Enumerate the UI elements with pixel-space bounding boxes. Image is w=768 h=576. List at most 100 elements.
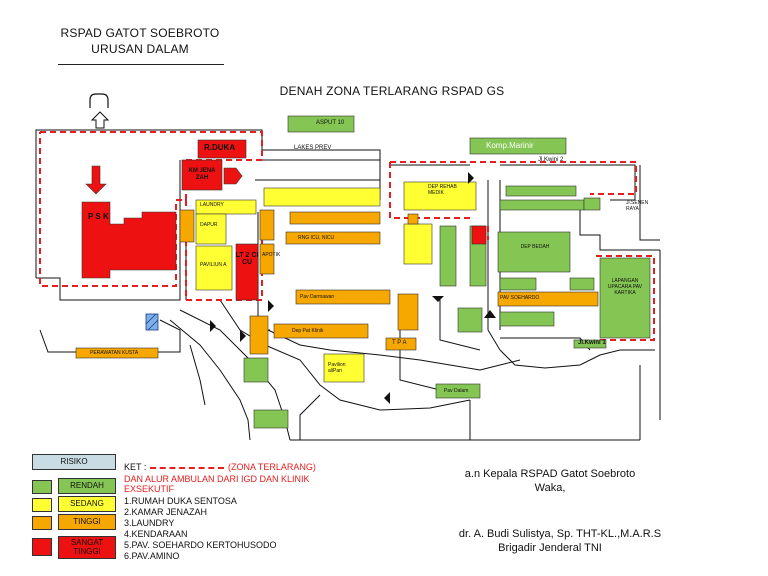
orange-building bbox=[397, 293, 419, 331]
perawatan-kusta-label: PERAWATAN KUSTA bbox=[90, 350, 139, 356]
laundry-label: LAUNDRY bbox=[200, 202, 224, 208]
pav-dalam-label: Pav Dalam bbox=[444, 388, 469, 394]
pav-darmawan-label: Pav Darmawan bbox=[300, 294, 335, 300]
legend-sangat-tinggi-swatch bbox=[32, 538, 52, 556]
ket-item: 1.RUMAH DUKA SENTOSA bbox=[124, 496, 237, 506]
orange-building bbox=[407, 213, 419, 225]
pav-darmawan-building bbox=[295, 289, 391, 305]
legend-tinggi: TINGGI bbox=[58, 514, 116, 530]
signature-rank: Brigadir Jenderal TNI bbox=[498, 542, 602, 554]
asput-building bbox=[287, 115, 355, 133]
restricted-zone-lapangan bbox=[596, 255, 655, 341]
rng-icu-building bbox=[285, 231, 381, 245]
green-building bbox=[505, 185, 577, 197]
dep-rehab-building bbox=[403, 181, 477, 211]
signature-name: dr. A. Budi Sulistya, Sp. THT-KL.,M.A.R.… bbox=[458, 528, 662, 540]
zone-line-sample bbox=[150, 467, 224, 469]
ket-ambulan-2: EXSEKUTIF bbox=[124, 484, 175, 494]
tpa-building bbox=[385, 337, 417, 351]
ambulance-down-arrow-icon bbox=[85, 165, 107, 195]
map-road bbox=[479, 359, 521, 371]
green-building bbox=[499, 199, 585, 211]
dep-rehab-label: DEP REHAB MEDIK bbox=[428, 184, 457, 196]
org-title: RSPAD GATOT SOEBROTO bbox=[60, 26, 220, 40]
legend-rendah-swatch bbox=[32, 480, 52, 494]
map-road bbox=[189, 344, 206, 406]
orange-building bbox=[497, 291, 599, 307]
green-building bbox=[435, 383, 481, 399]
komp-marinir-building bbox=[469, 137, 567, 155]
green-building bbox=[253, 409, 289, 429]
green-building bbox=[583, 197, 601, 211]
lt2-cicu-label: LT 2 CICU bbox=[235, 252, 259, 266]
apotik-building bbox=[259, 243, 275, 275]
green-building bbox=[457, 307, 483, 333]
kamar-jenazah-label: KM JENA ZAH bbox=[188, 168, 216, 181]
green-building bbox=[439, 225, 457, 287]
map-title: DENAH ZONA TERLARANG RSPAD GS bbox=[279, 84, 505, 98]
ket-ambulan-1: DAN ALUR AMBULAN DARI IGD DAN KLINIK bbox=[124, 474, 310, 484]
map-road bbox=[639, 165, 660, 241]
map-road bbox=[500, 164, 636, 201]
pavpamel-label: Pavilion aliPan bbox=[328, 362, 346, 374]
map-road bbox=[39, 319, 181, 353]
lakes-prev-label: LAKES PREV bbox=[294, 145, 332, 151]
ket-prefix: KET : bbox=[124, 462, 147, 472]
lt2-cicu-building bbox=[235, 243, 259, 301]
red-building bbox=[471, 225, 487, 245]
kamar-jenazah-building bbox=[181, 159, 223, 191]
ket-item: 2.KAMAR JENAZAH bbox=[124, 507, 208, 517]
psk-label: P S K bbox=[88, 212, 109, 221]
ket-item: 4.KENDARAAN bbox=[124, 529, 188, 539]
legend-sedang: SEDANG bbox=[58, 496, 116, 512]
green-building bbox=[243, 357, 269, 383]
legend-sedang-swatch bbox=[32, 498, 52, 512]
r-duka-building bbox=[197, 139, 247, 159]
komp-marinir-label: Komp.Marinir bbox=[486, 141, 534, 150]
kwini2-label: Jl.Kwini 2 bbox=[538, 157, 564, 163]
yellow-building bbox=[263, 187, 381, 207]
map-road bbox=[439, 300, 481, 351]
psk-building bbox=[81, 201, 177, 279]
green-building bbox=[573, 339, 607, 349]
restricted-zone-east-lower bbox=[389, 162, 472, 219]
lapangan-label: LAPANGAN UPACARA PAV KARTIKA bbox=[607, 278, 643, 296]
ket-zona: (ZONA TERLARANG) bbox=[228, 462, 316, 472]
map-road bbox=[262, 159, 381, 200]
legend-sangat-tinggi: SANGAT TINGGI bbox=[58, 536, 116, 559]
org-subtitle: URUSAN DALAM bbox=[91, 42, 189, 56]
dep-pat-klinik-building bbox=[273, 323, 369, 339]
green-building bbox=[497, 231, 571, 273]
tpa-label: T P A bbox=[392, 340, 407, 346]
legend-rendah: RENDAH bbox=[58, 478, 116, 494]
paviliun-a-label: PAVILIUN A bbox=[200, 262, 227, 268]
dapur-building bbox=[195, 213, 227, 245]
rng-icu-label: RNG ICU, NICU bbox=[298, 235, 335, 241]
map-road bbox=[219, 299, 471, 411]
lapangan-building bbox=[599, 257, 651, 339]
signature-line2: Waka, bbox=[534, 482, 566, 494]
asput-label: ASPUT 10 bbox=[316, 120, 345, 126]
map-road bbox=[36, 160, 181, 301]
dep-pat-klinik-label: Dep Pat Klinik bbox=[292, 328, 324, 334]
pav-soehardo-label: PAV SOEHARDO bbox=[500, 295, 540, 301]
dapur-label: DAPUR bbox=[200, 222, 218, 228]
map-road bbox=[267, 329, 481, 371]
perawatan-kusta-building bbox=[75, 347, 159, 359]
legend-risiko: RISIKO bbox=[32, 454, 116, 470]
map-road bbox=[299, 394, 321, 440]
kwini1-label: Jl.Kwini 1 bbox=[578, 340, 606, 346]
yellow-building bbox=[403, 223, 433, 265]
map-road bbox=[499, 349, 655, 369]
legend-tinggi-swatch bbox=[32, 516, 52, 530]
restricted-zone-east bbox=[390, 161, 637, 195]
orange-building bbox=[259, 209, 275, 241]
green-building bbox=[499, 277, 537, 291]
ket-item: 3.LAUNDRY bbox=[124, 518, 175, 528]
r-duka-label: R.DUKA bbox=[204, 143, 236, 152]
hatched-gate bbox=[145, 313, 159, 331]
signature-line1: a.n Kepala RSPAD Gatot Soebroto bbox=[464, 468, 636, 480]
orange-building bbox=[249, 315, 269, 355]
dep-bedah-label: DEP BEDAH bbox=[520, 244, 550, 250]
